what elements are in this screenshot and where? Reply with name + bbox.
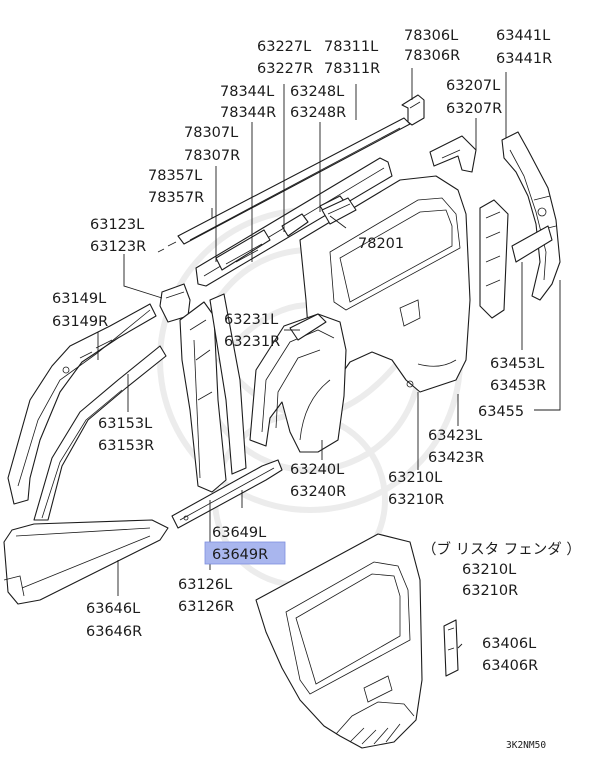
label-63207[interactable]: 63207L 63207R (446, 78, 502, 117)
label-63210-lower-r: 63210R (462, 583, 518, 599)
label-63231[interactable]: 63231L 63231R (224, 312, 280, 350)
label-63248-l: 63248L (290, 84, 344, 100)
part-63240-wheelhouse[interactable] (249, 313, 347, 453)
label-63248-r: 63248R (290, 105, 346, 121)
label-63455: 63455 (478, 404, 524, 420)
label-78311-r: 78311R (324, 61, 380, 77)
diagram-code: 3K2NM50 (506, 740, 546, 751)
label-blister-fender-note: （ブ リスタ フェンダ ） (422, 540, 581, 558)
label-63123[interactable]: 63123L 63123R (90, 217, 146, 255)
label-63406[interactable]: 63406L 63406R (482, 636, 538, 674)
label-63248[interactable]: 63248L 63248R (290, 84, 346, 121)
label-63126[interactable]: 63126L 63126R (178, 577, 234, 615)
label-63210-upper-l: 63210L (388, 470, 442, 486)
label-63646-r: 63646R (86, 624, 142, 640)
label-78344-l: 78344L (220, 84, 274, 100)
label-63441[interactable]: 63441L 63441R (496, 28, 552, 67)
label-63153[interactable]: 63153L 63153R (98, 416, 154, 454)
label-78311[interactable]: 78311L 78311R (324, 39, 380, 77)
label-63453-r: 63453R (490, 378, 546, 394)
label-63231-l: 63231L (224, 312, 278, 328)
label-63646[interactable]: 63646L 63646R (86, 601, 142, 640)
part-63231-panel[interactable] (289, 313, 327, 341)
label-63240-r: 63240R (290, 484, 346, 500)
part-63153-rail[interactable] (33, 345, 167, 521)
label-63649-r: 63649R (212, 547, 268, 563)
label-78357-l: 78357L (148, 168, 202, 184)
label-78311-l: 78311L (324, 39, 378, 55)
part-pillar-strip[interactable] (209, 293, 247, 475)
label-63126-l: 63126L (178, 577, 232, 593)
part-63126-pillar[interactable] (179, 301, 227, 493)
label-63441-r: 63441R (496, 51, 552, 67)
part-78306-bracket[interactable] (401, 94, 425, 126)
label-63210-upper-r: 63210R (388, 492, 444, 508)
label-63207-l: 63207L (446, 78, 500, 94)
part-78201-trim[interactable] (321, 197, 357, 225)
label-63227[interactable]: 63227L 63227R (257, 39, 313, 77)
label-63649[interactable]: 63649L 63649R (212, 525, 268, 563)
label-63240[interactable]: 63240L 63240R (290, 462, 346, 500)
label-63231-r: 63231R (224, 334, 280, 350)
label-78306[interactable]: 78306L 78306R (404, 28, 460, 64)
label-78357[interactable]: 78357L 78357R (148, 168, 204, 206)
label-78306-r: 78306R (404, 48, 460, 64)
part-63149-front-pillar[interactable] (7, 303, 157, 505)
label-63153-l: 63153L (98, 416, 152, 432)
label-78307[interactable]: 78307L 78307R (184, 125, 240, 164)
label-63423-l: 63423L (428, 428, 482, 444)
label-63123-l: 63123L (90, 217, 144, 233)
label-63149-r: 63149R (52, 314, 108, 330)
label-63646-l: 63646L (86, 601, 140, 617)
part-63406-bracket[interactable] (443, 619, 459, 677)
label-78201: 78201 (358, 236, 404, 252)
label-63240-l: 63240L (290, 462, 344, 478)
part-63207-gusset[interactable] (429, 135, 477, 173)
label-63441-l: 63441L (496, 28, 550, 44)
label-63227-r: 63227R (257, 61, 313, 77)
label-63123-r: 63123R (90, 239, 146, 255)
label-78307-l: 78307L (184, 125, 238, 141)
label-63423-r: 63423R (428, 450, 484, 466)
label-63210-lower-l: 63210L (462, 562, 516, 578)
label-63153-r: 63153R (98, 438, 154, 454)
label-63149-l: 63149L (52, 291, 106, 307)
label-63649-l: 63649L (212, 525, 266, 541)
part-63646-sill[interactable] (3, 519, 169, 605)
label-78201[interactable]: 78201 (358, 236, 404, 252)
label-63423[interactable]: 63423L 63423R (428, 428, 484, 466)
part-63210-blister-fender[interactable] (255, 533, 423, 749)
label-63126-r: 63126R (178, 599, 234, 615)
label-78357-r: 78357R (148, 190, 204, 206)
label-78307-r: 78307R (184, 148, 240, 164)
label-63210-blister[interactable]: （ブ リスタ フェンダ ） 63210L 63210R (422, 540, 581, 599)
label-63455[interactable]: 63455 (478, 404, 524, 420)
highlight-63649R (204, 541, 286, 565)
label-78344[interactable]: 78344L 78344R (220, 84, 276, 121)
label-63210-upper[interactable]: 63210L 63210R (388, 470, 444, 508)
label-63406-l: 63406L (482, 636, 536, 652)
label-78344-r: 78344R (220, 105, 276, 121)
label-63227-l: 63227L (257, 39, 311, 55)
part-63453-inner[interactable] (479, 199, 553, 319)
label-63406-r: 63406R (482, 658, 538, 674)
part-63441-pillar[interactable] (501, 131, 561, 301)
label-63207-r: 63207R (446, 101, 502, 117)
label-63453[interactable]: 63453L 63453R (490, 356, 546, 394)
part-63649-sill[interactable] (171, 459, 283, 529)
part-roof-rail[interactable] (157, 117, 411, 253)
label-63149[interactable]: 63149L 63149R (52, 291, 108, 330)
label-63453-l: 63453L (490, 356, 544, 372)
label-78306-l: 78306L (404, 28, 458, 44)
